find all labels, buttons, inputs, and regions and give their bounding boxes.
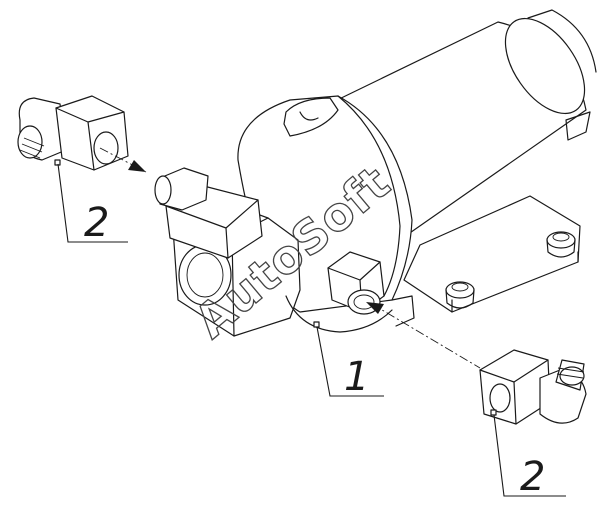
arrow-head-left xyxy=(128,160,146,172)
leader-right-2 xyxy=(493,414,566,497)
elbow-fitting-right xyxy=(479,349,587,425)
assembly-line-right xyxy=(371,303,481,369)
assembly-direction-arrows xyxy=(99,147,481,369)
callout-number-right-2: 2 xyxy=(520,454,545,500)
mount-foot-right xyxy=(546,231,576,258)
elbow-fitting-left xyxy=(17,95,129,171)
left-hex-nut xyxy=(55,95,129,171)
motor-end-bracket xyxy=(565,111,591,141)
callout-number-left-2: 2 xyxy=(84,200,109,246)
arrow-head-right xyxy=(366,302,384,314)
callout-leaders xyxy=(57,163,566,497)
elbow-left-end xyxy=(17,125,43,159)
electric-motor xyxy=(237,9,597,313)
mount-foot-center xyxy=(445,281,475,309)
leader-left-2 xyxy=(57,163,128,243)
motor-end-cap xyxy=(504,17,586,115)
housing-top-lug xyxy=(283,97,339,137)
callout-number-1: 1 xyxy=(344,354,369,400)
leader-1 xyxy=(316,326,384,397)
pump-head xyxy=(154,167,415,337)
assembly-line-left xyxy=(99,147,147,173)
inlet-spigot xyxy=(154,175,172,205)
